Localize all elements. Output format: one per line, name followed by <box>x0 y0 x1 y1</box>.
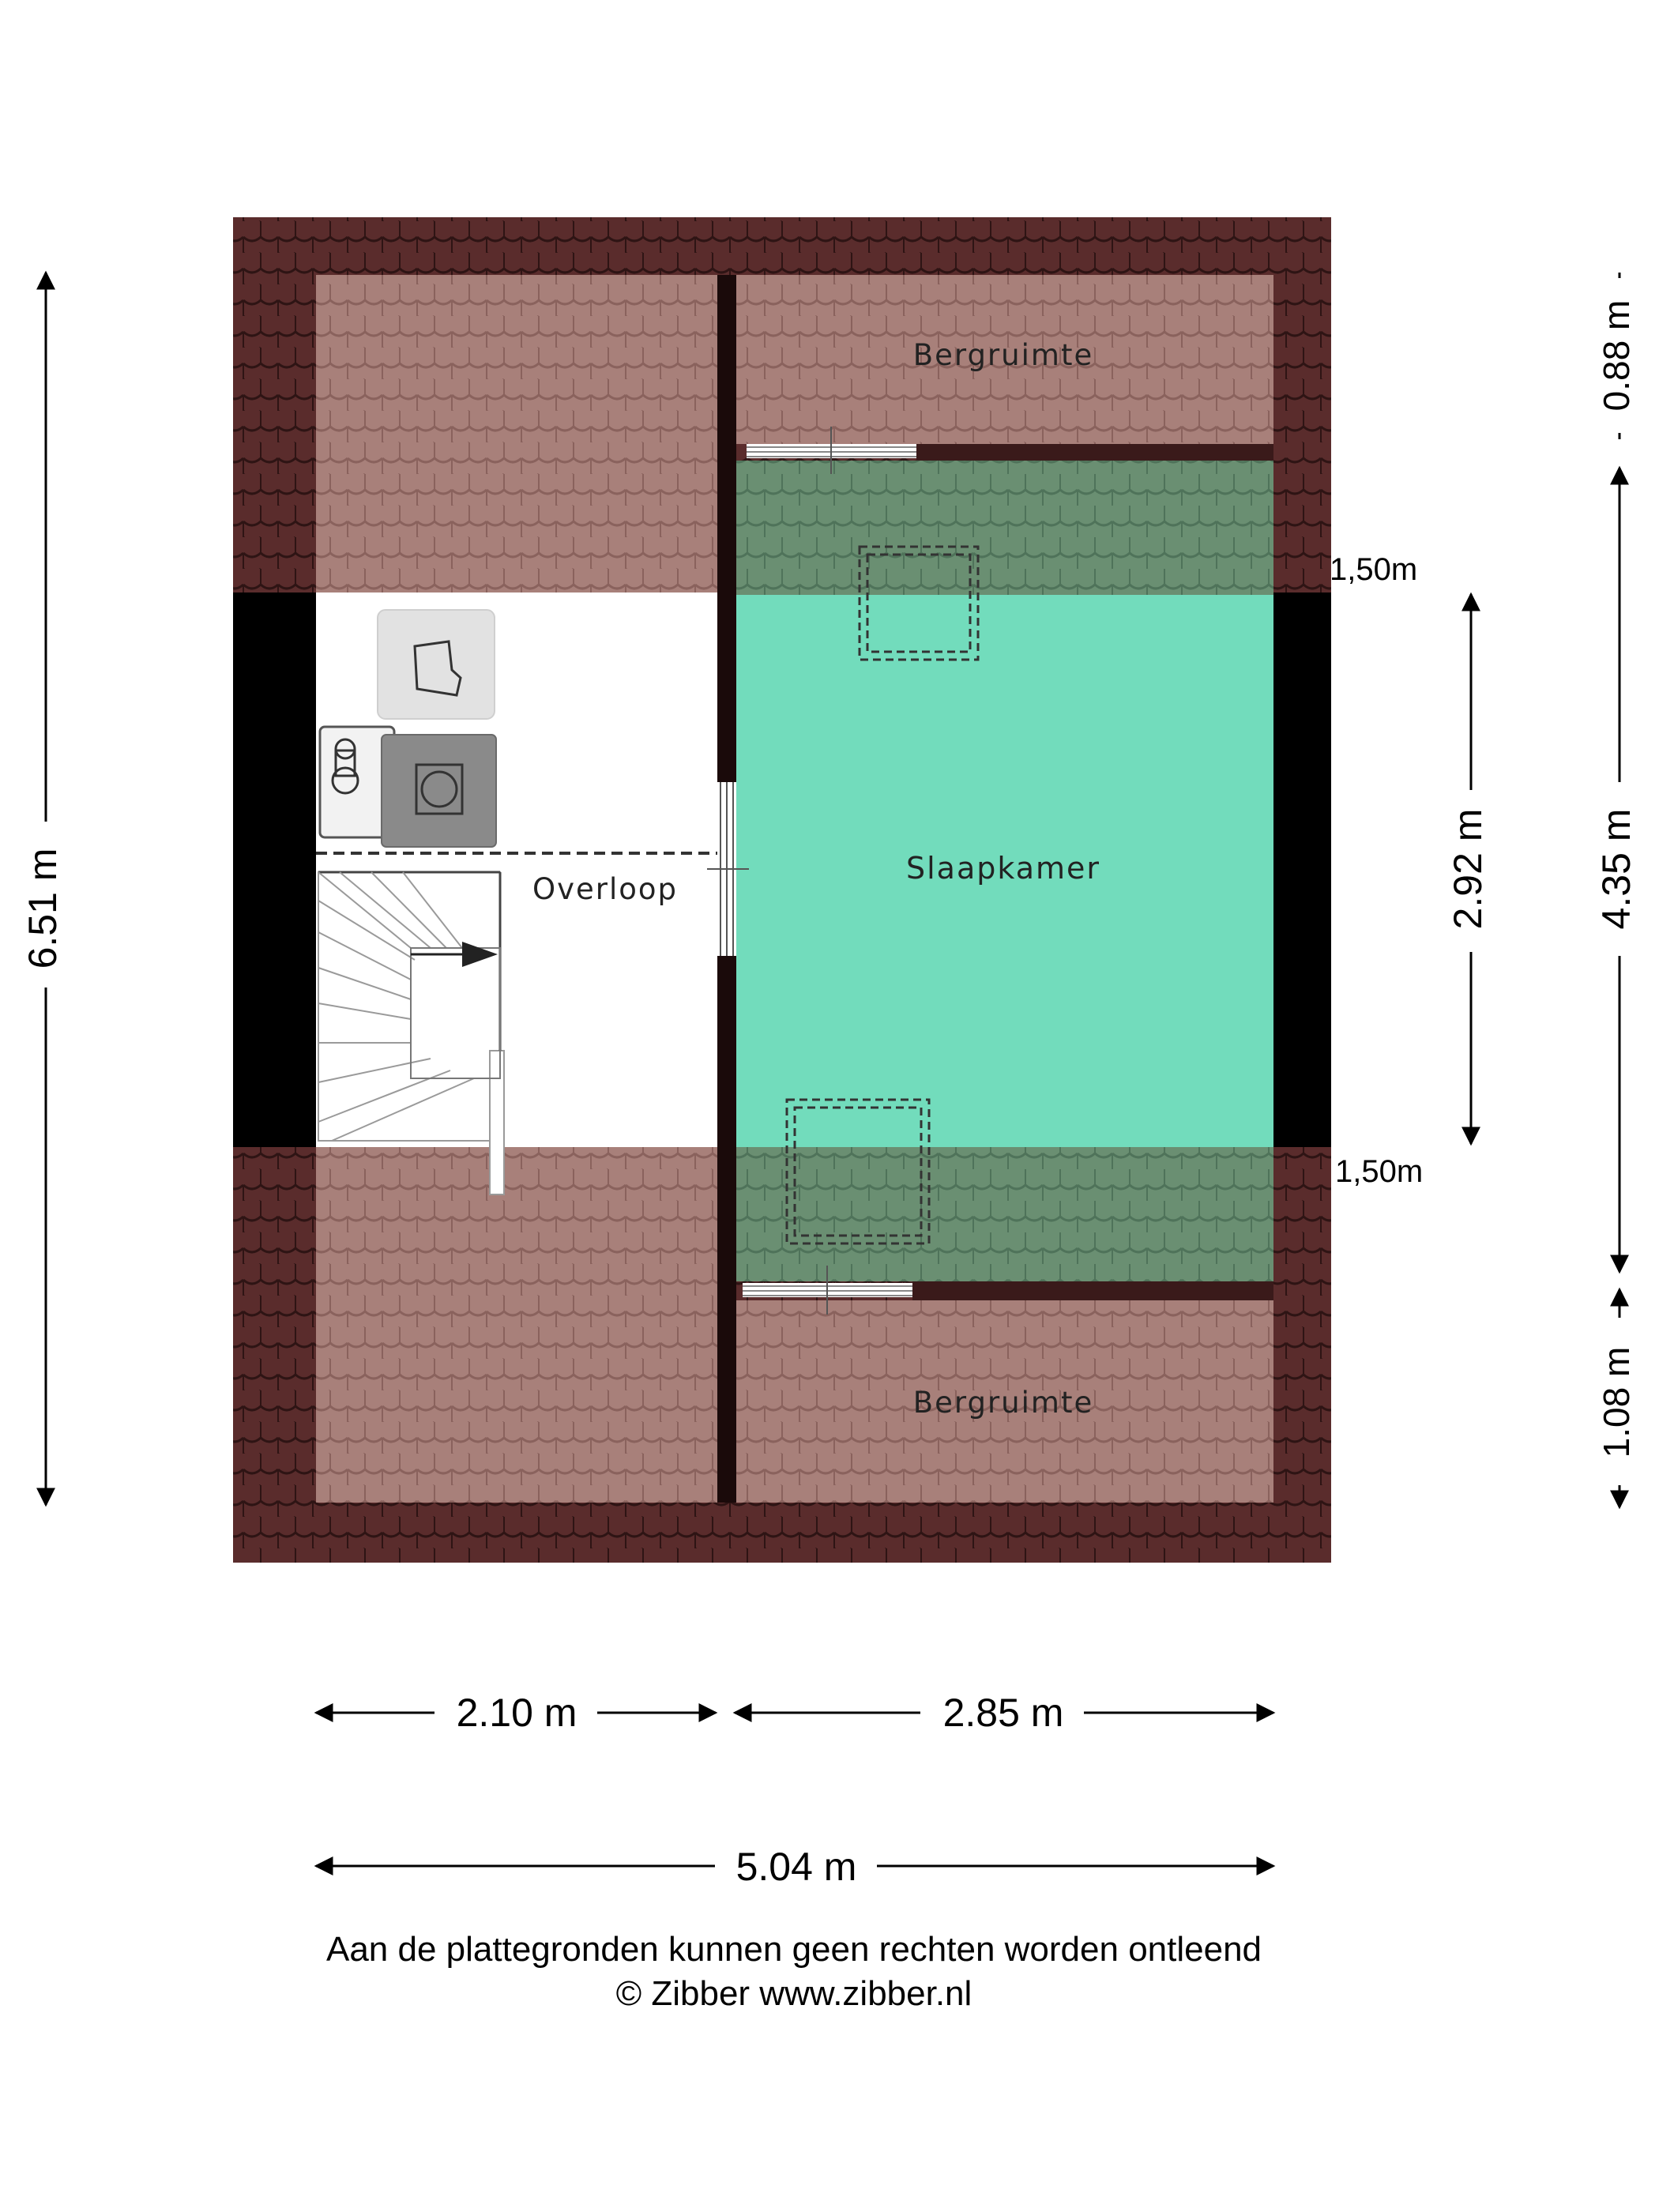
washing-machine-icon <box>381 734 497 848</box>
dim-width-left: 2.10 m <box>457 1691 577 1735</box>
skylight-icon <box>785 1098 931 1245</box>
room-label-landing: Overloop <box>532 872 678 906</box>
footer-disclaimer: Aan de plattegronden kunnen geen rechten… <box>326 1930 1262 1969</box>
bedroom-slope-bottom <box>736 1147 1273 1281</box>
dim-total-height: 6.51 m <box>21 848 65 969</box>
storage-bottom <box>736 1300 1273 1503</box>
bedroom-slope-top <box>736 461 1273 595</box>
dim-bedroom-span: 4.35 m <box>1594 809 1638 930</box>
wall-right <box>1273 592 1331 1147</box>
dim-bedroom-height: 2.92 m <box>1446 809 1490 930</box>
dim-width-right: 2.85 m <box>943 1691 1064 1735</box>
roof-section-bottom-left <box>316 1147 717 1503</box>
staircase-icon <box>318 871 505 1195</box>
headroom-top: 1,50m <box>1330 552 1417 587</box>
room-label-bedroom: Slaapkamer <box>906 851 1100 886</box>
headroom-bottom: 1,50m <box>1335 1154 1423 1189</box>
roof-section-top-left <box>316 275 717 592</box>
dim-top-storage: 0.88 m <box>1596 300 1637 412</box>
room-label-storage-top: Bergruimte <box>913 338 1093 372</box>
room-label-storage-bottom: Bergruimte <box>913 1386 1093 1420</box>
dim-width-total: 5.04 m <box>736 1845 857 1889</box>
bedroom-floor <box>736 595 1273 1147</box>
wall-left <box>233 592 316 1147</box>
footer-copyright: © Zibber www.zibber.nl <box>616 1974 972 2013</box>
skylight-icon <box>858 545 980 661</box>
dim-bottom-storage: 1.08 m <box>1596 1347 1637 1458</box>
laundry-basket-icon <box>377 609 495 720</box>
storage-top <box>736 275 1273 444</box>
boiler-icon <box>318 725 396 839</box>
